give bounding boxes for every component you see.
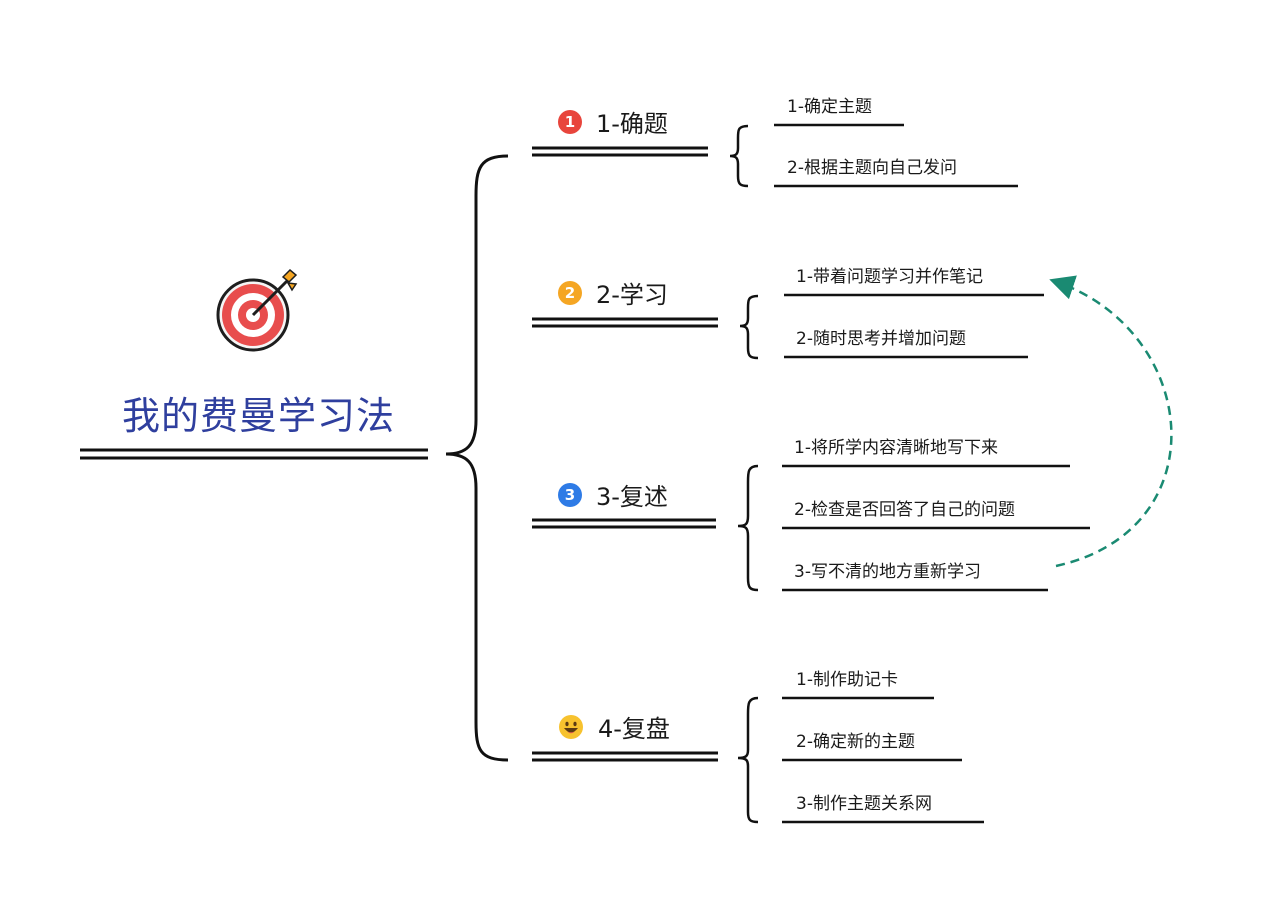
grinning-face-icon — [558, 714, 584, 740]
branch-1[interactable]: 1 1-确题 — [558, 104, 668, 139]
main-brace — [445, 154, 509, 762]
number-2-badge-icon: 2 — [558, 280, 582, 305]
brace-1 — [729, 124, 749, 188]
branch-4[interactable]: 4-复盘 — [558, 709, 670, 744]
branch-2-label: 2-学习 — [596, 281, 668, 309]
leaf-4-3[interactable]: 3-制作主题关系网 — [796, 794, 932, 814]
branch-2[interactable]: 2 2-学习 — [558, 275, 668, 310]
leaf-3-3[interactable]: 3-写不清的地方重新学习 — [794, 562, 981, 582]
leaf-4-1[interactable]: 1-制作助记卡 — [796, 670, 898, 690]
branch-3[interactable]: 3 3-复述 — [558, 477, 668, 512]
leaf-4-2[interactable]: 2-确定新的主题 — [796, 732, 915, 752]
leaf-1-1[interactable]: 1-确定主题 — [787, 97, 872, 117]
branch-1-label: 1-确题 — [596, 110, 668, 138]
number-1-badge-icon: 1 — [558, 109, 582, 134]
leaf-2-2[interactable]: 2-随时思考并增加问题 — [796, 329, 966, 349]
brace-4 — [737, 696, 759, 824]
root-title[interactable]: 我的费曼学习法 — [122, 394, 396, 438]
leaf-1-2[interactable]: 2-根据主题向自己发问 — [787, 158, 957, 178]
leaf-2-1[interactable]: 1-带着问题学习并作笔记 — [796, 267, 983, 287]
brace-3 — [737, 464, 759, 592]
branch-4-label: 4-复盘 — [598, 715, 670, 743]
number-3-badge-icon: 3 — [558, 482, 582, 507]
relation-arrow — [1049, 275, 1173, 568]
branch-3-label: 3-复述 — [596, 483, 668, 511]
brace-2 — [739, 294, 759, 360]
leaf-3-1[interactable]: 1-将所学内容清晰地写下来 — [794, 438, 998, 458]
leaf-3-2[interactable]: 2-检查是否回答了自己的问题 — [794, 500, 1015, 520]
target-icon — [216, 268, 298, 352]
